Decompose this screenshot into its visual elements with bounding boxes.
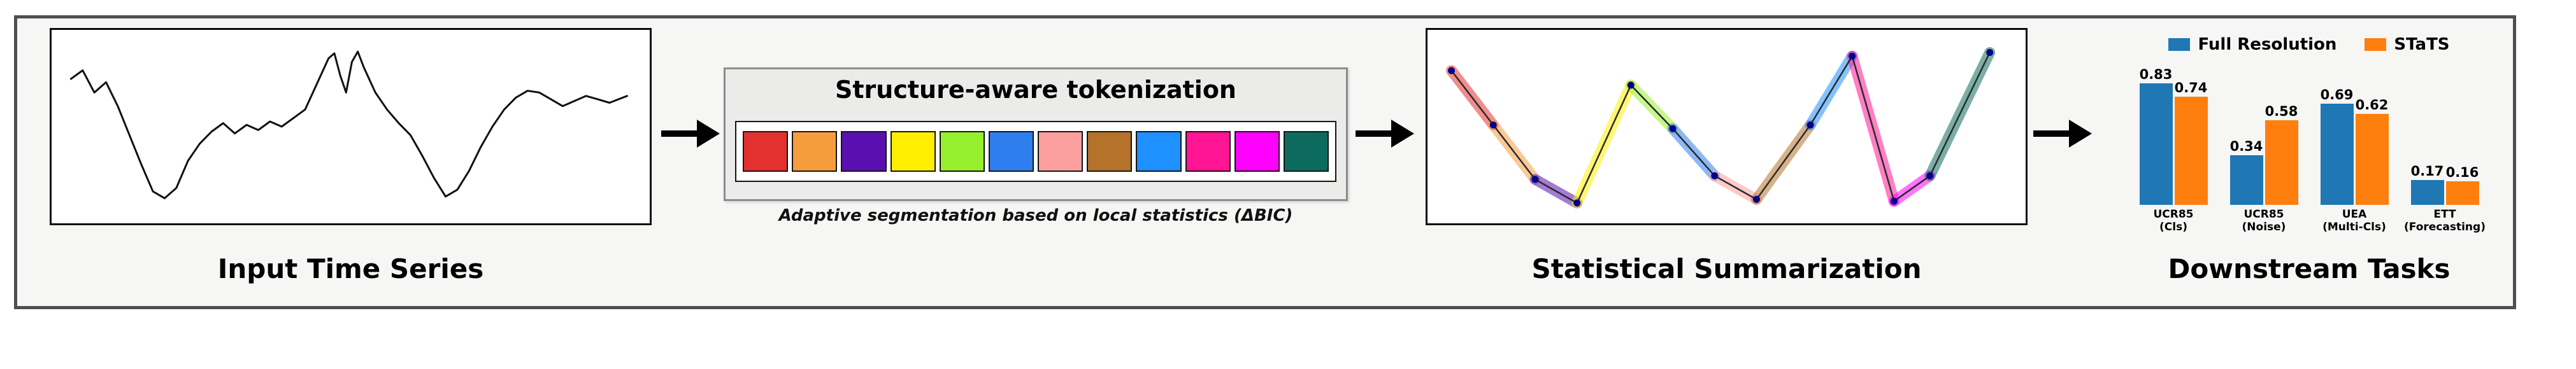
bar-group-label: UCR85 (Cls) [2153,208,2194,233]
token-swatch [1136,131,1182,172]
changepoint-dot [1669,125,1677,132]
token-swatch [1038,131,1084,172]
flow-arrow-3 [2033,117,2093,150]
changepoint-dot [1807,122,1814,129]
changepoint-dot [1752,195,1760,203]
flow-arrow-2 [1356,117,1415,150]
summarization-plot [1426,28,2028,225]
arrow-head-icon [1391,120,1414,148]
changepoint-dot [1926,172,1934,179]
bar-value-label: 0.83 [2139,67,2173,82]
arrow-shaft [661,130,699,137]
legend-swatch [2168,38,2191,51]
input-time-series-chart [69,50,628,200]
arrow-head-icon [697,120,720,148]
bar-value-label: 0.69 [2320,87,2354,102]
legend-label: STaTS [2394,35,2450,54]
bar-value-label: 0.34 [2229,139,2263,154]
legend-item: Full Resolution [2168,35,2336,54]
changepoint-dot [1711,172,1719,179]
changepoint-dot [1531,176,1539,183]
bar [2410,180,2444,205]
legend-swatch [2365,38,2387,51]
bar [2445,181,2479,205]
changepoint-dot [1489,122,1497,129]
summarization-chart [1446,47,1996,209]
legend-item: STaTS [2365,35,2450,54]
bar-value-label: 0.74 [2174,80,2208,95]
token-swatch [939,131,985,172]
changepoint-dot [1890,197,1898,205]
bar-group-label: ETT (Forecasting) [2404,208,2486,233]
token-swatch [841,131,887,172]
input-time-series-plot [50,28,652,225]
bar-value-label: 0.58 [2265,104,2298,119]
token-swatch [988,131,1034,172]
bar [2174,97,2208,205]
flow-arrow-1 [661,117,721,150]
token-swatch [1234,131,1280,172]
bar [2229,155,2263,205]
tokenization-title: Structure-aware tokenization [835,76,1236,104]
series-line [69,50,628,200]
bar [2139,83,2173,205]
bar-value-label: 0.62 [2355,97,2389,113]
chart-legend: Full Resolution STaTS [2108,32,2510,57]
bar-group-label: UEA (Multi-Cls) [2322,208,2386,233]
bar [2320,104,2354,205]
downstream-label: Downstream Tasks [2168,253,2451,284]
arrow-shaft [2033,130,2072,137]
token-swatch [1283,131,1329,172]
input-label: Input Time Series [217,253,484,284]
bar-value-label: 0.16 [2445,165,2479,180]
summarization-label: Statistical Summarization [1531,253,1922,284]
token-swatch [1087,131,1133,172]
legend-label: Full Resolution [2198,35,2337,54]
arrow-shaft [1356,130,1394,137]
token-swatch [743,131,789,172]
changepoint-dot [1448,67,1456,74]
bar [2355,114,2389,205]
bar-value-label: 0.17 [2410,164,2444,179]
token-strip [735,121,1336,182]
changepoint-dot [1849,52,1856,60]
tokenization-caption: Adaptive segmentation based on local sta… [778,206,1293,225]
token-swatch [1185,131,1231,172]
changepoint-dot [1986,49,1994,56]
bar [2265,120,2298,205]
changepoint-dot [1627,81,1635,89]
token-swatch [890,131,936,172]
token-swatch [792,131,838,172]
bar-group-label: UCR85 (Noise) [2242,208,2286,233]
changepoint-dot [1573,199,1581,207]
arrow-head-icon [2069,120,2092,148]
